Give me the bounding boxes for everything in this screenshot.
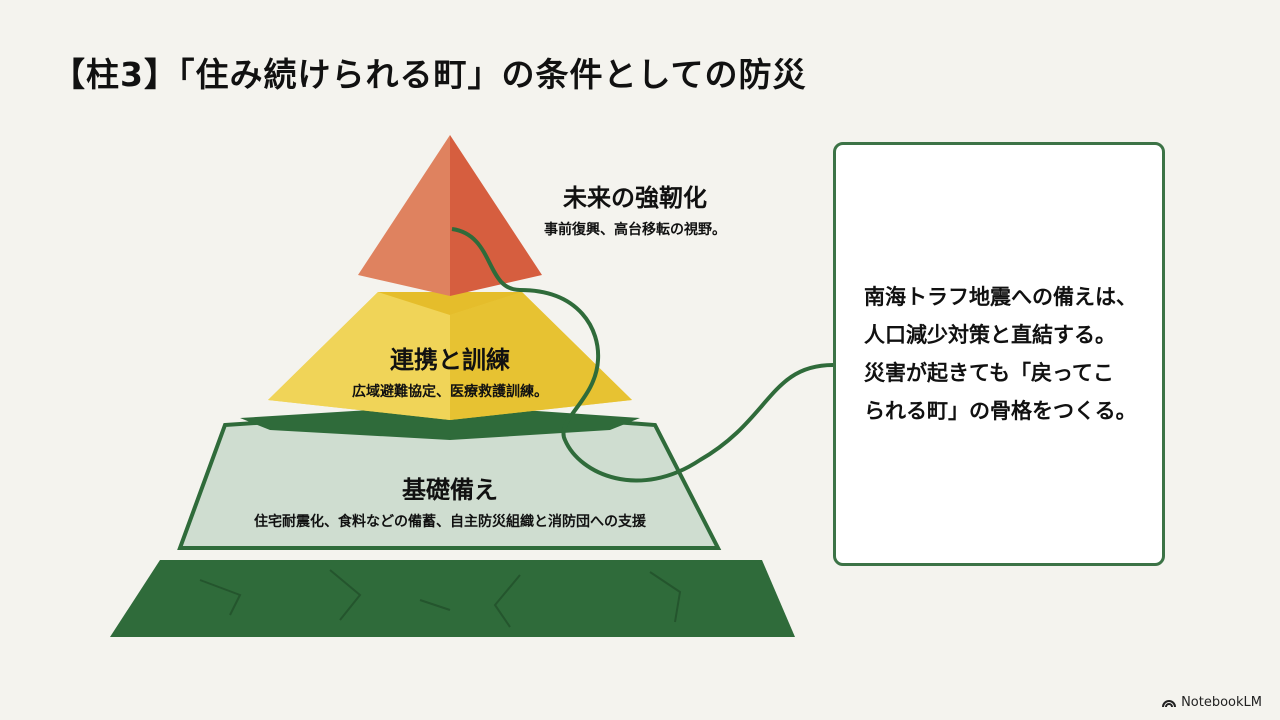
callout-box: 南海トラフ地震への備えは、 人口減少対策と直結する。 災害が起きても「戻ってこ … xyxy=(833,142,1165,566)
notebooklm-icon xyxy=(1162,700,1177,708)
bottom-tier-heading: 基礎備え xyxy=(402,476,498,504)
brand-label: NotebookLM xyxy=(1181,695,1262,710)
slide-title: 【柱3】「住み続けられる町」の条件としての防災 xyxy=(52,55,807,94)
callout-line: 南海トラフ地震への備えは、 xyxy=(864,285,1137,309)
bottom-tier-label: 基礎備え 住宅耐震化、食料などの備蓄、自主防災組織と消防団への支援 xyxy=(190,470,710,531)
middle-tier xyxy=(268,292,632,420)
middle-tier-detail: 広域避難協定、医療救護訓練。 xyxy=(352,384,548,400)
callout-line: 人口減少対策と直結する。 xyxy=(864,323,1116,347)
callout-line: 災害が起きても「戻ってこ xyxy=(864,361,1114,385)
middle-tier-heading: 連携と訓練 xyxy=(390,346,510,374)
top-tier-detail: 事前復興、高台移転の視野。 xyxy=(544,222,726,238)
top-tier-label: 未来の強靭化 事前復興、高台移転の視野。 xyxy=(500,178,770,239)
connector-line xyxy=(451,227,834,483)
top-tier-heading: 未来の強靭化 xyxy=(563,184,707,212)
bottom-tier-detail: 住宅耐震化、食料などの備蓄、自主防災組織と消防団への支援 xyxy=(254,514,646,530)
top-tier xyxy=(358,135,542,296)
notebooklm-logo: NotebookLM xyxy=(1162,695,1262,710)
callout-line: られる町」の骨格をつくる。 xyxy=(864,399,1137,423)
middle-tier-label: 連携と訓練 広域避難協定、医療救護訓練。 xyxy=(300,340,600,401)
callout-text: 南海トラフ地震への備えは、 人口減少対策と直結する。 災害が起きても「戻ってこ … xyxy=(864,278,1137,430)
bottom-tier xyxy=(177,405,722,550)
base-layer xyxy=(110,560,795,637)
